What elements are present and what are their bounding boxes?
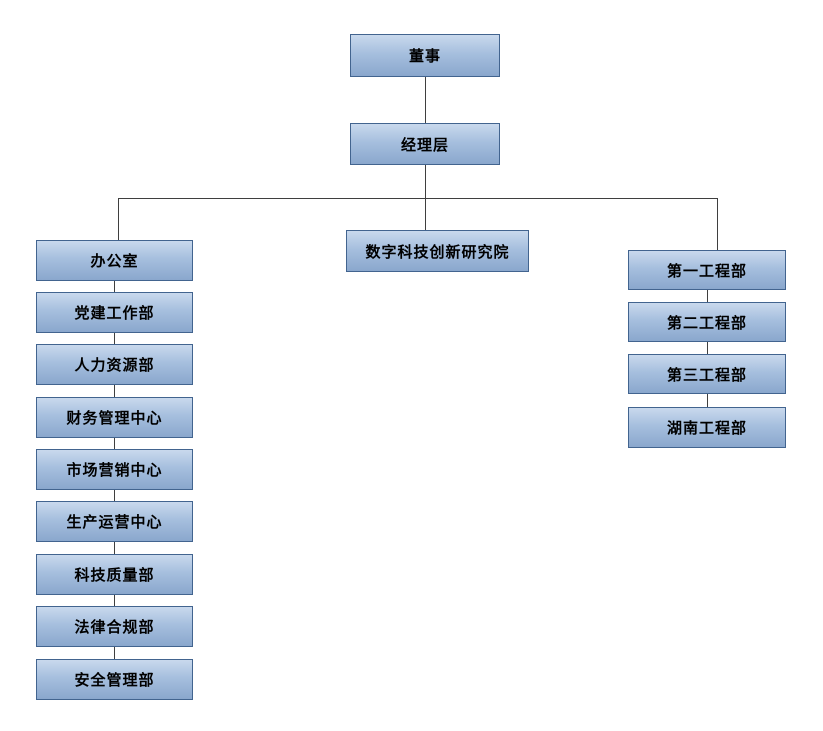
node-left-dept: 生产运营中心: [36, 501, 193, 542]
node-board: 董事: [350, 34, 500, 77]
node-right-dept: 第三工程部: [628, 354, 786, 394]
connector-bus-to-right-column: [717, 198, 718, 250]
node-left-dept: 办公室: [36, 240, 193, 281]
node-left-dept: 人力资源部: [36, 344, 193, 385]
connector-management-down: [425, 165, 426, 198]
node-left-dept: 市场营销中心: [36, 449, 193, 490]
connector-root-to-management: [425, 77, 426, 123]
node-left-dept: 安全管理部: [36, 659, 193, 700]
node-left-dept: 财务管理中心: [36, 397, 193, 438]
node-left-dept: 党建工作部: [36, 292, 193, 333]
node-digital-tech-institute: 数字科技创新研究院: [346, 230, 529, 272]
node-right-dept: 湖南工程部: [628, 407, 786, 448]
node-right-dept: 第一工程部: [628, 250, 786, 290]
connector-bus-to-center: [425, 198, 426, 230]
node-right-dept: 第二工程部: [628, 302, 786, 342]
node-left-dept: 科技质量部: [36, 554, 193, 595]
connector-right-column-spine: [707, 290, 708, 408]
connector-horizontal-bus: [118, 198, 718, 199]
node-management: 经理层: [350, 123, 500, 165]
connector-bus-to-left-column: [118, 198, 119, 241]
node-left-dept: 法律合规部: [36, 606, 193, 647]
